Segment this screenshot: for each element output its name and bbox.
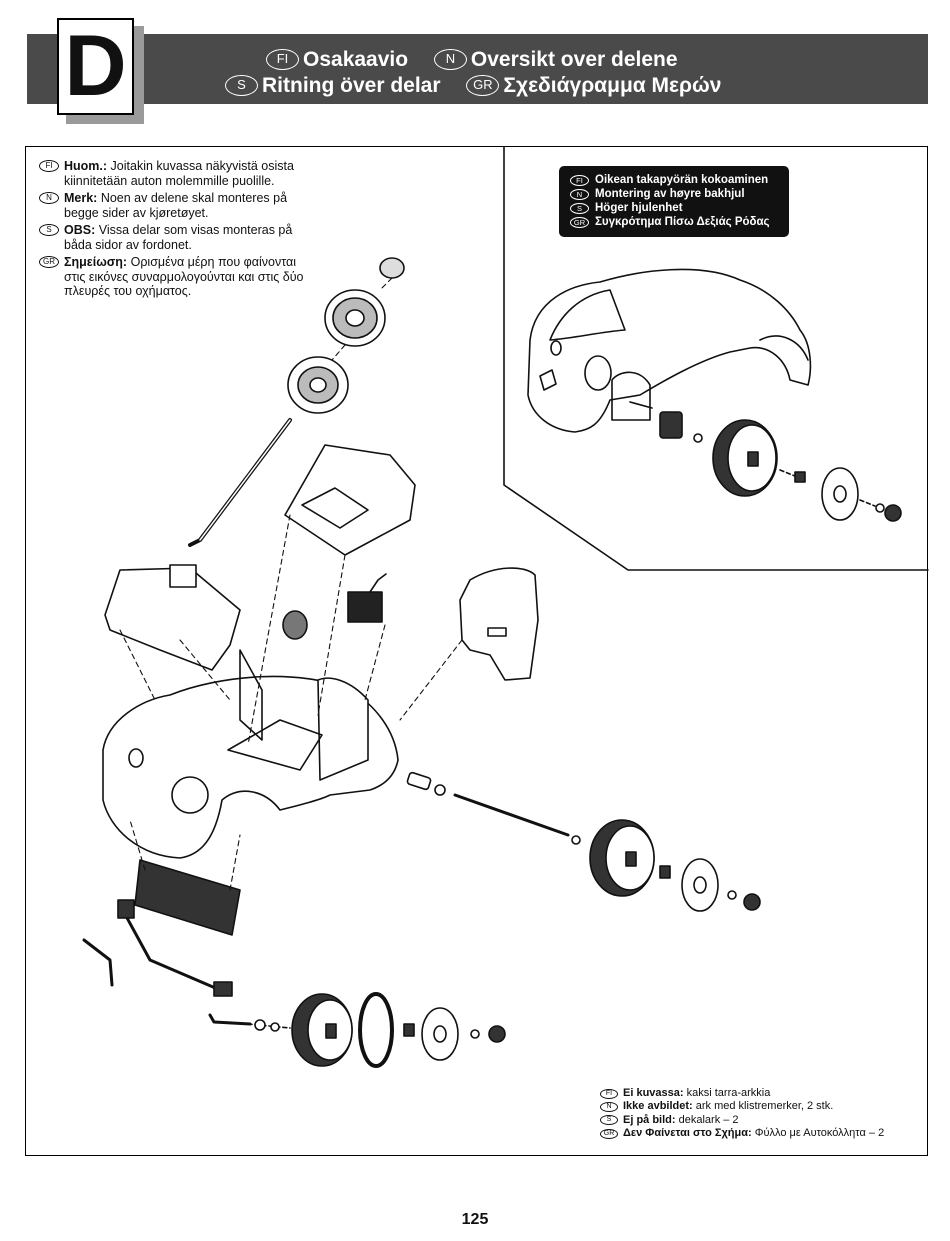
language-badge-n: N [600,1101,618,1112]
note-gr: GR Σημείωση: Ορισμένα μέρη που φαίνονται… [39,255,319,299]
header-title-s: S Ritning över delar [225,74,441,98]
not-shown-n: N Ikke avbildet: ark med klistremerker, … [600,1100,884,1113]
note-label: Merk: [64,191,98,205]
axle-spacer [406,771,432,791]
language-badge-s: S [570,202,589,214]
language-badge-fi: FI [570,174,589,186]
header-title-text: Ritning över delar [262,73,441,97]
note-label: Σημείωση: [64,255,128,269]
language-badge-fi: FI [266,49,299,70]
note-text: Noen av delene skal monteres på begge si… [64,191,288,220]
header-title-n: N Oversikt over delene [433,47,678,72]
header-title-row-2: S Ritning över delar GR Σχεδιάγραμμα Μερ… [225,71,741,98]
battery [347,591,383,623]
inset-caption-text: Oikean takapyörän kokoaminen [595,174,769,186]
language-badge-fi: FI [39,160,59,172]
inset-caption: FI Oikean takapyörän kokoaminen N Monter… [559,166,789,237]
header-title-text: Oversikt over delene [470,47,678,71]
note-n: N Merk: Noen av delene skal monteres på … [39,191,319,220]
language-badge-fi: FI [600,1088,618,1099]
battery-wire [369,573,387,593]
language-badge-n: N [39,192,59,204]
note-label: Huom.: [64,159,108,173]
shifter-knob [282,610,308,640]
language-badge-s: S [600,1115,618,1126]
not-shown-text: kaksi tarra-arkkia [686,1087,771,1099]
rear-wheel-assembly [571,819,761,912]
assembly-guide-lines [119,277,463,891]
not-shown-fi: FI Ei kuvassa: kaksi tarra-arkkia [600,1087,884,1100]
not-shown-label: Ikke avbildet: [623,1100,693,1113]
language-badge-s: S [225,75,258,96]
language-badge-gr: GR [600,1128,618,1139]
language-badge-gr: GR [570,216,589,228]
note-text: Ορισμένα μέρη που φαίνονται στις εικόνες… [64,255,304,298]
note-fi: FI Huom.: Joitakin kuvassa näkyvistä osi… [39,159,319,188]
steering-mechanism [82,859,252,1026]
not-shown-label: Ei kuvassa: [623,1087,684,1099]
language-badge-gr: GR [39,256,59,268]
hood [104,567,241,671]
not-shown-gr: GR Δεν Φαίνεται στο Σχήμα: Φύλλο με Αυτο… [600,1127,884,1140]
rear-body-label-plate [487,627,507,637]
seat-pan-outline [301,487,369,529]
inset-caption-fi: FI Oikean takapyörän kokoaminen [570,173,789,187]
note-text: Joitakin kuvassa näkyvistä osista kiinni… [64,159,294,188]
header-title-fi: FI Osakaavio [266,48,408,72]
hood-latch [169,564,197,588]
inset-caption-text: Montering av høyre bakhjul [595,188,745,200]
assembly-notes: FI Huom.: Joitakin kuvassa näkyvistä osi… [39,159,319,302]
inset-caption-text: Συγκρότημα Πίσω Δεξιάς Ρόδας [595,216,770,228]
header-title-text: Osakaavio [303,47,409,71]
rear-body-panel [459,567,539,681]
section-letter: D [57,18,134,115]
language-badge-gr: GR [466,75,500,96]
rear-axle [453,793,570,837]
not-shown-text: ark med klistremerker, 2 stk. [695,1100,834,1113]
diagram-frame [25,146,928,1156]
inset-caption-gr: GR Συγκρότημα Πίσω Δεξιάς Ρόδας [570,215,789,229]
note-text: Vissa delar som visas monteras på båda s… [64,223,293,252]
page-number: 125 [461,1211,489,1228]
inset-caption-s: S Höger hjulenhet [570,201,789,215]
header-title-row-1: FI Osakaavio N Oversikt over delene [266,45,698,72]
main-car-body [102,649,399,859]
front-wheel-assembly [247,992,506,1068]
note-label: OBS: [64,223,96,237]
not-shown-s: S Ej på bild: dekalark – 2 [600,1114,884,1127]
inset-wheel [629,401,902,522]
note-s: S OBS: Vissa delar som visas monteras på… [39,223,319,252]
language-badge-s: S [39,224,59,236]
not-shown-label: Ej på bild: [623,1113,676,1126]
inset-panel-border [503,146,929,571]
not-shown-text: dekalark – 2 [678,1113,739,1126]
axle-washer [434,784,446,796]
header-title-gr: GR Σχεδιάγραμμα Μερών [466,74,721,98]
language-badge-n: N [433,49,467,70]
header-title-text: Σχεδιάγραμμα Μερών [503,73,722,97]
steering-wheel-assembly [188,257,405,547]
inset-car-body [527,268,812,433]
language-badge-n: N [570,188,589,200]
not-shown-text: Φύλλο με Αυτοκόλλητα – 2 [754,1126,885,1139]
inset-caption-n: N Montering av høyre bakhjul [570,187,789,201]
seat [284,444,416,556]
inset-caption-text: Höger hjulenhet [595,202,683,214]
not-shown-notes: FI Ei kuvassa: kaksi tarra-arkkia N Ikke… [600,1087,884,1140]
not-shown-label: Δεν Φαίνεται στο Σχήμα: [623,1126,752,1139]
